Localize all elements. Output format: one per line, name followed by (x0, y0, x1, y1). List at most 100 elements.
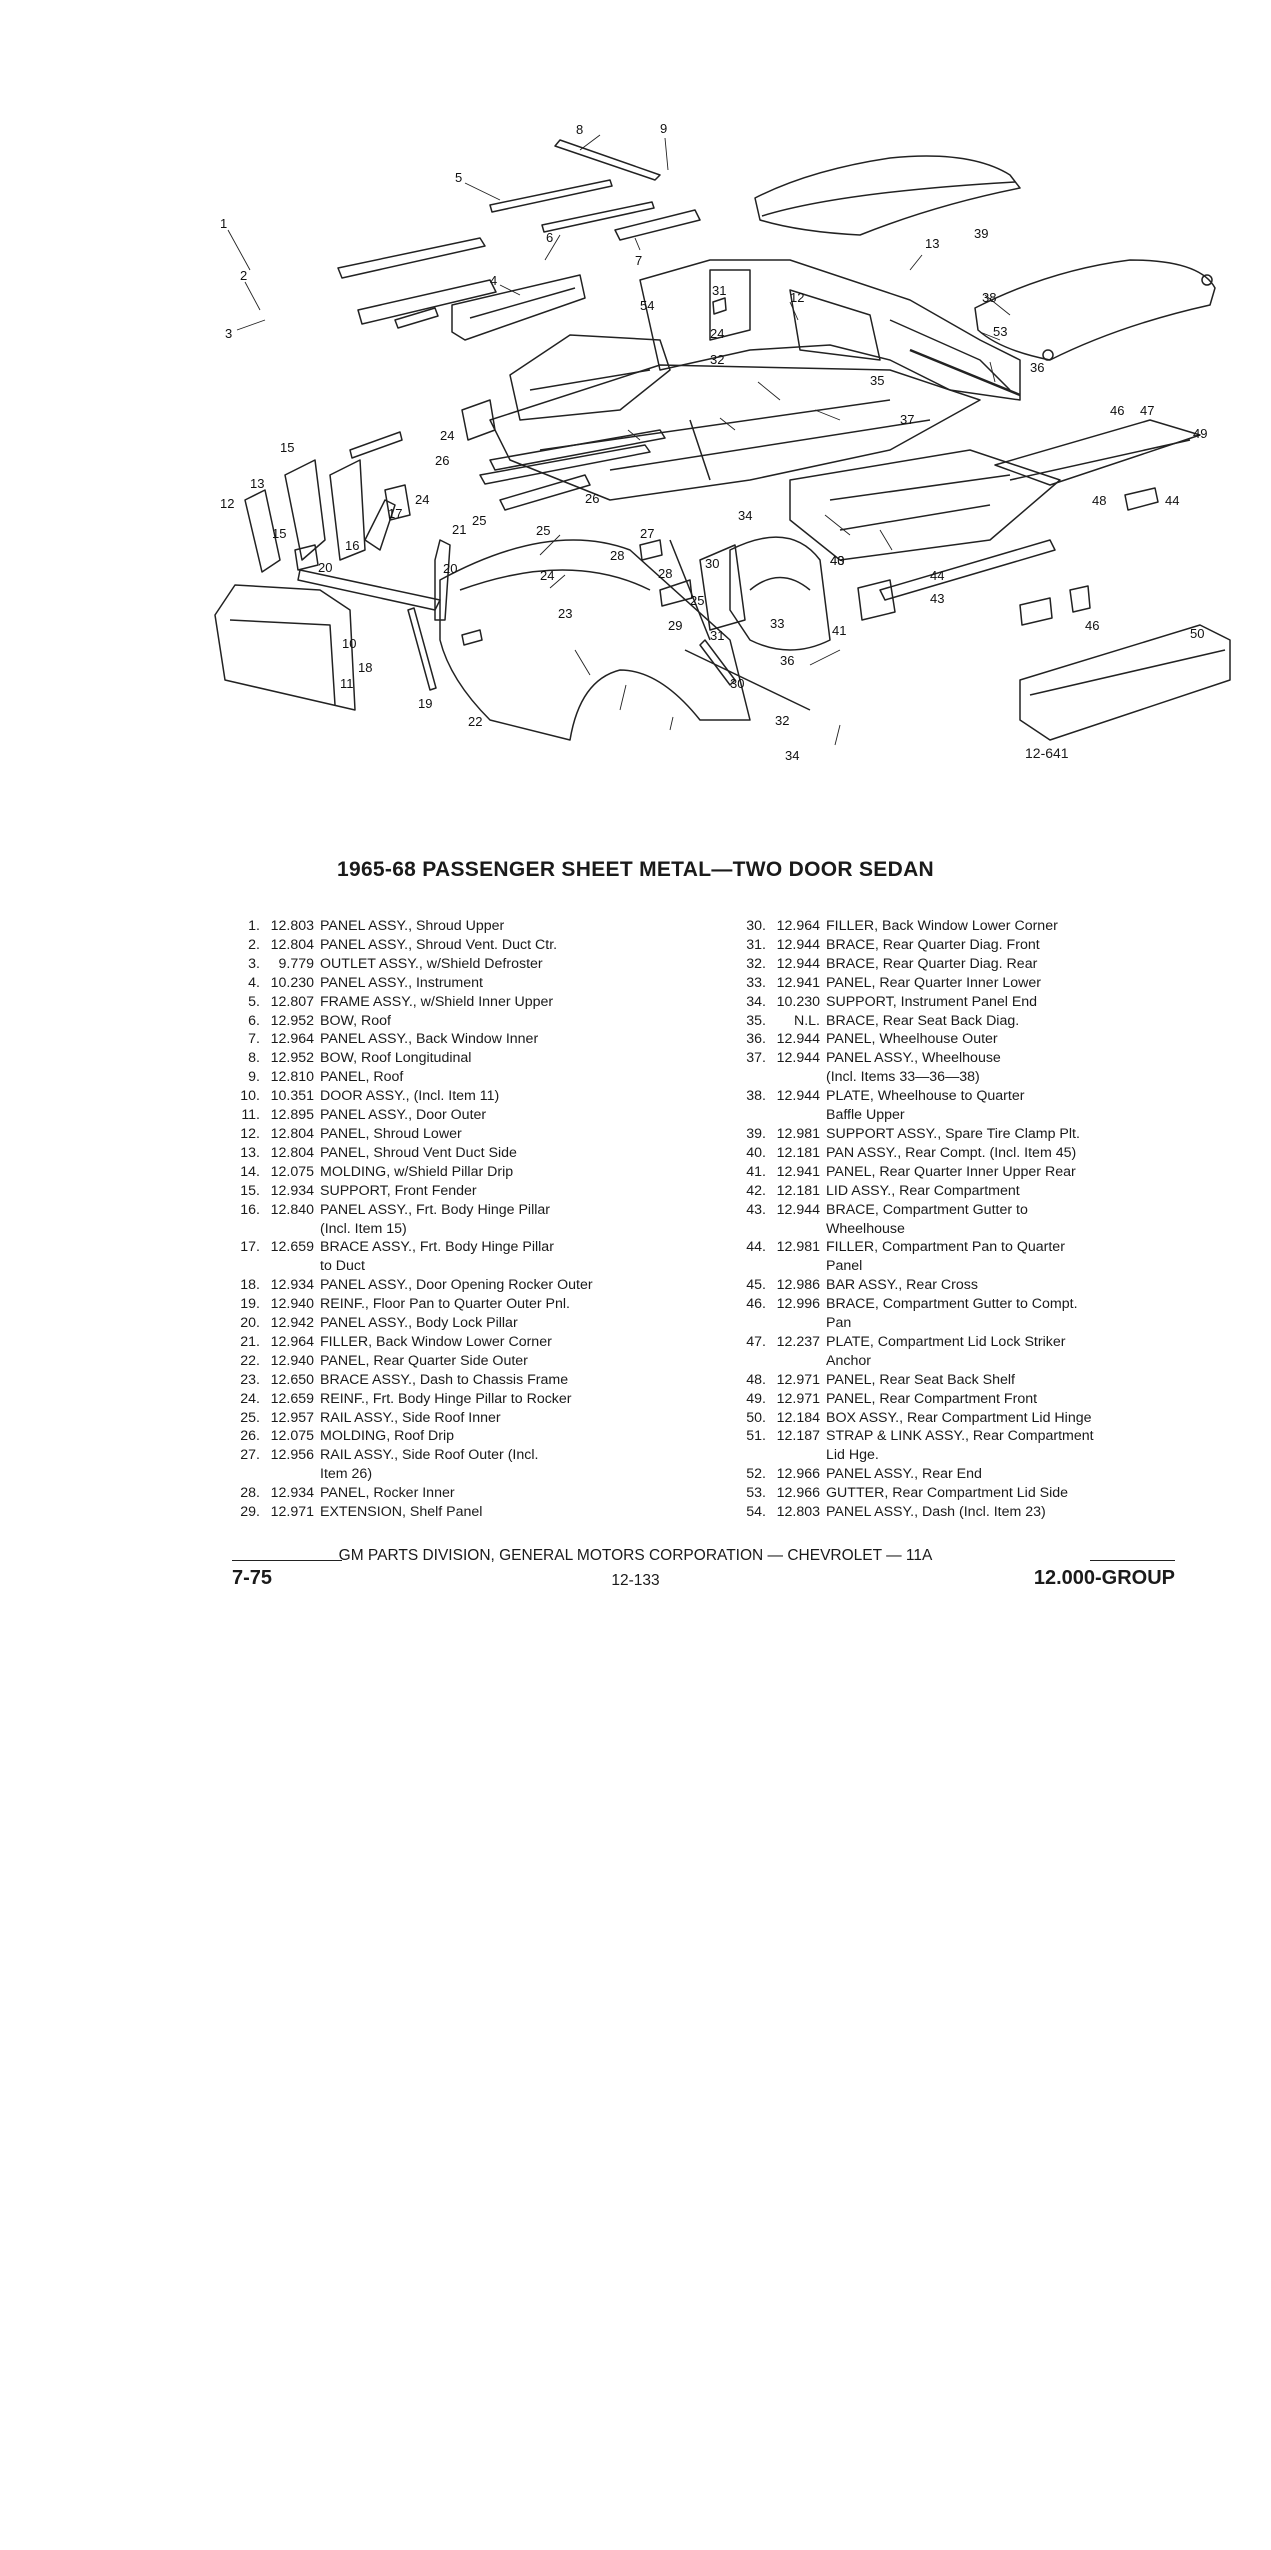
callout-label: 7 (635, 253, 642, 268)
callout-label: 38 (982, 290, 996, 305)
part-group-number: 12.971 (776, 1390, 820, 1407)
part-group-number: 12.944 (776, 1088, 820, 1105)
part-description: PANEL, Rear Quarter Inner Upper Rear (826, 1163, 1076, 1180)
part-description: PLATE, Compartment Lid Lock Striker Anch… (826, 1333, 1066, 1369)
part-group-number: 12.971 (776, 1371, 820, 1388)
part-description: PAN ASSY., Rear Compt. (Incl. Item 45) (826, 1144, 1077, 1161)
part-group-number: 12.075 (270, 1163, 314, 1180)
part-description: BOW, Roof Longitudinal (320, 1050, 472, 1067)
item-number: 6. (248, 1012, 260, 1029)
callout-label: 26 (585, 491, 599, 506)
item-number: 48. (746, 1371, 766, 1388)
callout-label: 25 (472, 513, 486, 528)
callout-label: 41 (832, 623, 846, 638)
part-description: MOLDING, Roof Drip (320, 1428, 455, 1445)
item-number: 13. (240, 1144, 260, 1161)
callout-label: 33 (770, 616, 784, 631)
item-number: 3. (248, 955, 260, 972)
part-group-number: 12.941 (776, 974, 820, 991)
callout-label: 44 (930, 568, 944, 583)
part-description: PANEL ASSY., Frt. Body Hinge Pillar (Inc… (320, 1201, 550, 1237)
part-description: PANEL, Roof (320, 1069, 404, 1086)
part-description: PANEL, Rear Seat Back Shelf (826, 1371, 1015, 1388)
part-group-number: 12.810 (270, 1069, 314, 1086)
callout-label: 9 (660, 121, 667, 136)
part-description: PANEL ASSY., Body Lock Pillar (320, 1315, 518, 1332)
item-number: 12. (240, 1125, 260, 1142)
part-group-number: 10.230 (270, 974, 314, 991)
part-description: SUPPORT, Front Fender (320, 1182, 477, 1199)
part-description: FILLER, Back Window Lower Corner (826, 918, 1058, 934)
part-description: BRACE, Rear Quarter Diag. Front (826, 936, 1040, 953)
item-number: 15. (240, 1182, 260, 1199)
part-group-number: 12.804 (270, 1125, 314, 1142)
item-number: 31. (746, 936, 766, 953)
callout-label: 12 (220, 496, 234, 511)
part-group-number: 12.944 (776, 1031, 820, 1048)
part-group-number: 12.940 (270, 1296, 314, 1313)
callout-label: 43 (930, 591, 944, 606)
item-number: 40. (746, 1144, 766, 1161)
callout-label: 1 (220, 216, 227, 231)
part-description: PANEL ASSY., Shroud Vent. Duct Ctr. (320, 936, 558, 953)
part-description: PANEL ASSY., Instrument (320, 974, 483, 991)
callout-label: 15 (272, 526, 286, 541)
callout-label: 3 (225, 326, 232, 341)
part-description: BRACE, Compartment Gutter to Wheelhouse (826, 1201, 1028, 1237)
callout-label: 32 (775, 713, 789, 728)
part-description: RAIL ASSY., Side Roof Inner (320, 1409, 501, 1426)
item-number: 41. (746, 1163, 766, 1180)
part-group-number: 12.957 (270, 1409, 314, 1426)
item-number: 29. (240, 1504, 260, 1521)
item-number: 11. (241, 1107, 260, 1124)
item-number: 14. (240, 1163, 260, 1180)
callout-label: 24 (540, 568, 554, 583)
item-number: 27. (240, 1447, 260, 1464)
item-number: 54. (746, 1504, 766, 1521)
item-number: 35. (746, 1012, 766, 1029)
callout-label: 11 (340, 676, 354, 691)
item-number: 46. (746, 1296, 766, 1313)
item-number: 16. (240, 1201, 260, 1218)
part-description: RAIL ASSY., Side Roof Outer (Incl. Item … (320, 1447, 539, 1483)
item-number: 37. (746, 1050, 766, 1067)
part-group-number: 12.075 (270, 1428, 314, 1445)
part-group-number: 12.996 (776, 1296, 820, 1313)
callout-label: 23 (558, 606, 572, 621)
part-description: EXTENSION, Shelf Panel (320, 1504, 483, 1521)
item-number: 52. (746, 1466, 766, 1483)
part-description: FILLER, Compartment Pan to Quarter Panel (826, 1239, 1065, 1275)
callout-label: 28 (658, 566, 672, 581)
item-number: 42. (746, 1182, 766, 1199)
callout-label: 49 (1193, 426, 1207, 441)
callout-label: 13 (250, 476, 264, 491)
footer-group: 12.000-GROUP (1033, 1567, 1175, 1589)
callout-label: 43 (830, 553, 844, 568)
part-description: PANEL, Shroud Lower (320, 1125, 462, 1142)
part-description: PANEL, Shroud Vent Duct Side (320, 1144, 517, 1161)
part-group-number: 12.803 (776, 1504, 820, 1521)
part-group-number: 12.895 (270, 1107, 314, 1124)
part-description: SUPPORT, Instrument Panel End (826, 993, 1038, 1010)
part-group-number: 12.942 (270, 1315, 314, 1332)
part-group-number: 12.187 (776, 1428, 820, 1445)
part-group-number: 12.803 (270, 918, 314, 934)
